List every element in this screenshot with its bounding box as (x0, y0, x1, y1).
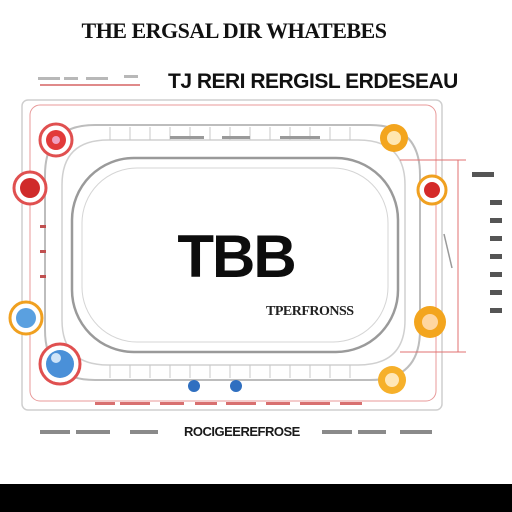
right-tick-labels (472, 172, 502, 313)
seat-rows-bottom (109, 365, 351, 378)
stadium-diagram (8, 75, 502, 434)
dimension-line (400, 159, 466, 353)
stands-mid (61, 139, 406, 366)
bottom-dot-1 (188, 380, 200, 392)
field-sub-label: TPERFRONSS (266, 304, 354, 319)
field-inner (81, 167, 389, 343)
footer-bar (0, 484, 512, 512)
field-outline (70, 156, 400, 354)
marker-left-1 (38, 122, 74, 158)
marker-right-1 (380, 124, 408, 152)
bottom-left-captions (40, 430, 158, 434)
marker-right-4 (378, 366, 406, 394)
left-markers (40, 225, 46, 278)
top-captions (170, 136, 320, 139)
bottom-right-captions (322, 430, 432, 434)
marker-left-3 (8, 300, 44, 336)
top-tick-marks (38, 75, 140, 86)
marker-right-3 (414, 306, 446, 338)
bottom-dot-2 (230, 380, 242, 392)
marker-left-2 (12, 170, 48, 206)
marker-right-2 (416, 174, 448, 206)
outer-frame (21, 99, 443, 411)
diagram-title: THE ERGSAL DIR WHATEBES (81, 18, 387, 43)
right-vertical-rule (443, 233, 453, 269)
bottom-captions (95, 402, 362, 405)
diagram-subtitle: TJ RERI RERGISL ERDESEAU (168, 70, 458, 93)
red-boundary (29, 104, 437, 402)
marker-left-4 (38, 342, 82, 386)
field-center-label: TBB (177, 223, 296, 290)
bottom-caption-label: ROCIGEEREFROSE (184, 424, 300, 439)
